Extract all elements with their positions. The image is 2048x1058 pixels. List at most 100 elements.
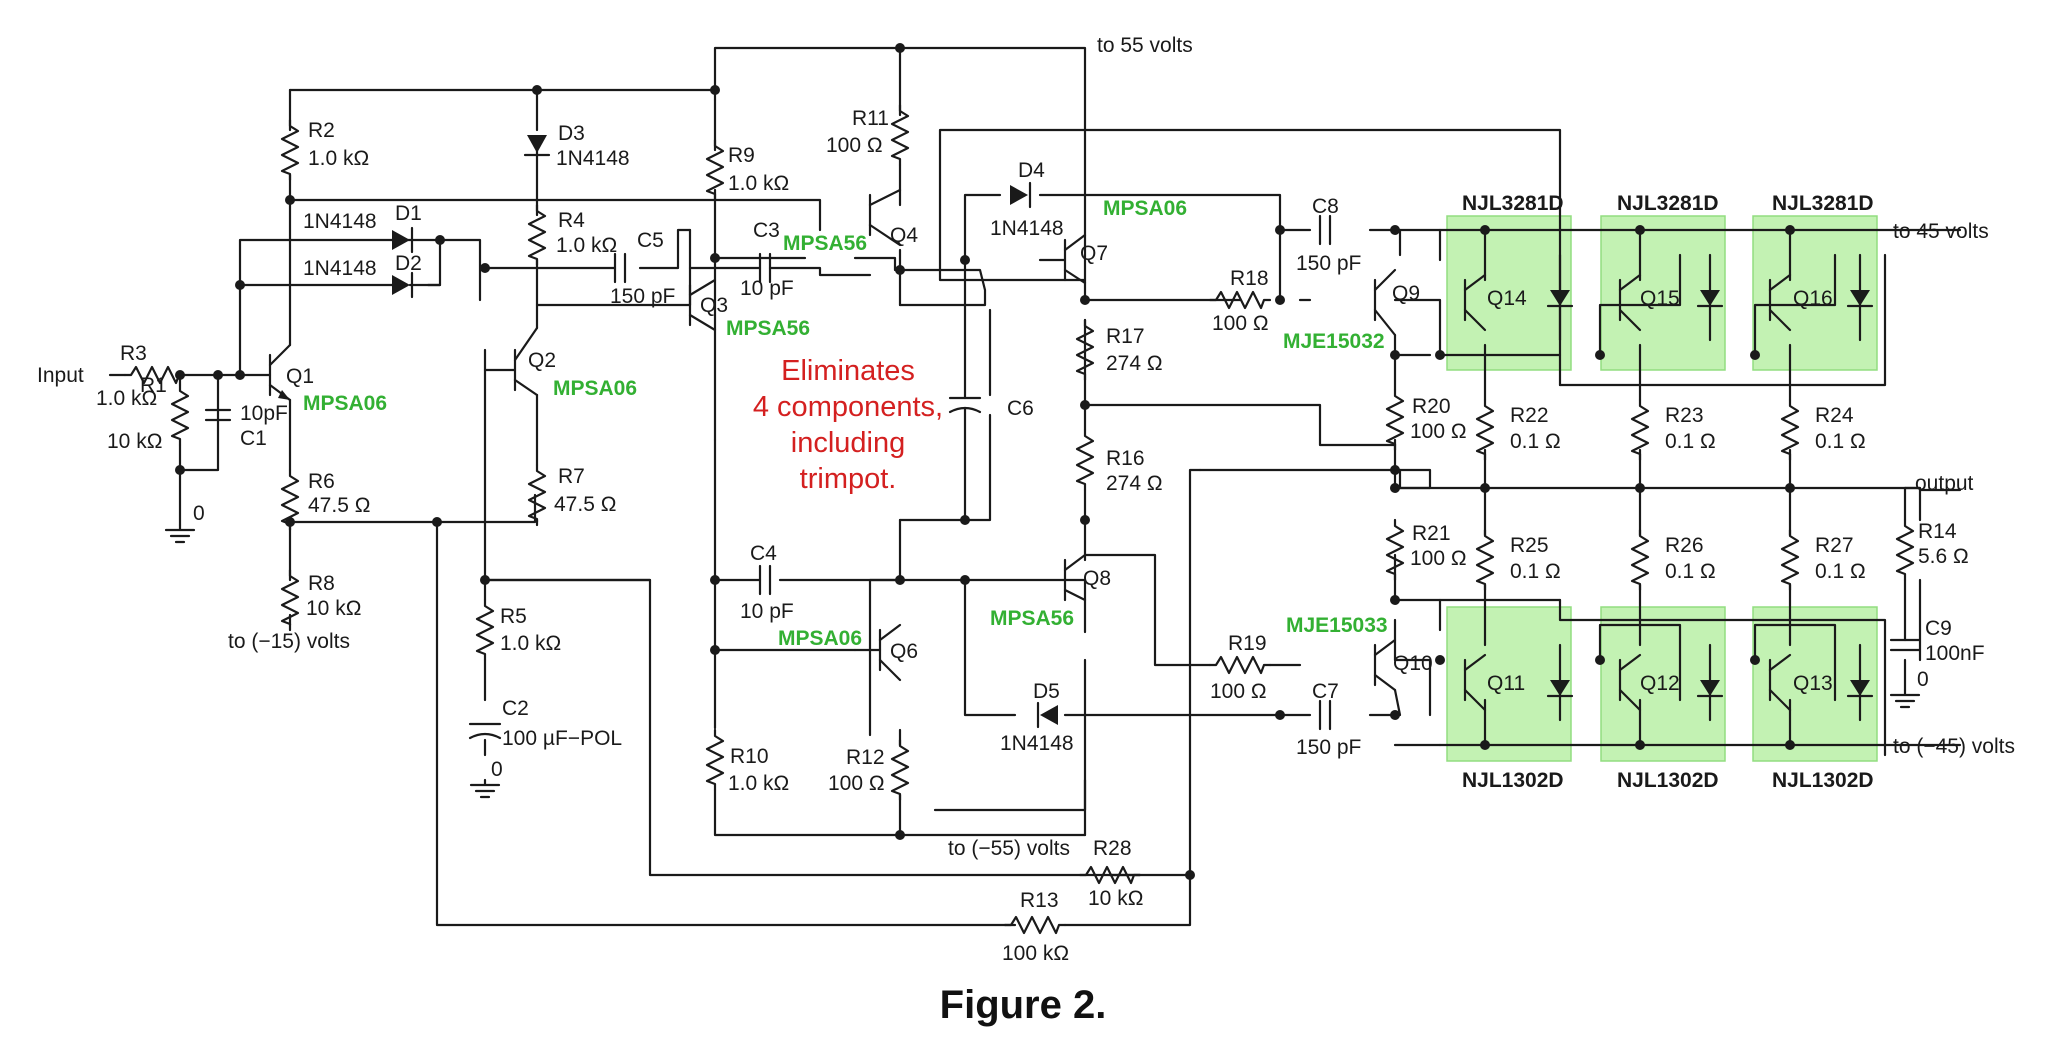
transistor-q10 [1373,638,1397,692]
q11-ref: Q11 [1487,672,1525,695]
capacitor-c5 [613,252,627,284]
r23-ref: R23 [1665,404,1704,427]
r17-ref: R17 [1106,325,1145,348]
r23-value: 0.1 Ω [1665,430,1716,453]
q7-ref: Q7 [1080,242,1108,265]
capacitor-c6 [948,258,982,522]
c7-ref: C7 [1312,680,1339,703]
q13-part: NJL1302D [1772,769,1874,792]
c5-value: 150 pF [610,285,675,308]
r7-ref: R7 [558,465,585,488]
r9-ref: R9 [728,144,755,167]
r3-value: 1.0 kΩ [96,387,157,410]
diode-d5 [1036,701,1058,729]
q7-part: MPSA06 [1103,197,1187,220]
diodes [392,135,1058,729]
capacitor-c2 [468,722,502,740]
q6-part: MPSA06 [778,627,862,650]
d1-ref: D1 [395,202,422,225]
resistor-r12 [890,738,910,802]
q15-part: NJL3281D [1617,192,1719,215]
q13-ref: Q13 [1793,672,1833,695]
resistor-r27 [1780,528,1800,592]
r21-value: 100 Ω [1410,547,1467,570]
ground-symbol-2 [469,778,501,799]
highlight-q14 [1446,215,1572,371]
r22-ref: R22 [1510,404,1549,427]
output-diode-q13 [1846,643,1874,722]
r10-value: 1.0 kΩ [728,772,789,795]
rail-labels: to 55 volts to (−55) volts to 45 volts t… [37,34,2015,860]
r5-ref: R5 [500,605,527,628]
r16-ref: R16 [1106,447,1145,470]
c1-ref: C1 [240,427,267,450]
r20-value: 100 Ω [1410,420,1467,443]
r19-ref: R19 [1228,632,1267,655]
r13-ref: R13 [1020,889,1059,912]
transistors [268,188,1792,712]
r5-value: 1.0 kΩ [500,632,561,655]
resistor-r10 [705,728,725,792]
highlight-q11 [1446,606,1572,762]
ground-label-1: 0 [193,502,205,525]
q11-part: NJL1302D [1462,769,1564,792]
resistor-r26 [1630,528,1650,592]
capacitor-c9 [1889,638,1921,652]
r3-ref: R3 [120,342,147,365]
r21-ref: R21 [1412,522,1451,545]
r27-ref: R27 [1815,534,1854,557]
r12-ref: R12 [846,746,885,769]
transistor-q8 [1063,553,1087,602]
r11-value: 100 Ω [826,134,883,157]
note-line-4: trimpot. [800,463,897,495]
r6-value: 47.5 Ω [308,494,370,517]
output-diode-q12 [1696,643,1724,722]
r19-value: 100 Ω [1210,680,1267,703]
r28-value: 10 kΩ [1088,887,1143,910]
transistor-q6 [853,623,902,682]
resistor-r7 [527,463,547,527]
input-label: Input [37,364,84,387]
ground-symbols [164,523,1921,799]
r13-value: 100 kΩ [1002,942,1069,965]
q4-part: MPSA56 [783,232,867,255]
d5-value: 1N4148 [1000,732,1074,755]
d3-value: 1N4148 [556,147,630,170]
r2-value: 1.0 kΩ [308,147,369,170]
figure-caption: Figure 2. [940,983,1107,1027]
r27-value: 0.1 Ω [1815,560,1866,583]
capacitor-c7 [1318,699,1332,731]
r12-value: 100 Ω [828,772,885,795]
d4-value: 1N4148 [990,217,1064,240]
ground-label-3: 0 [1917,668,1929,691]
c1-value: 10pF [240,402,288,425]
note-line-1: Eliminates [781,355,915,387]
diode-d1 [392,226,414,254]
c6-ref: C6 [1007,397,1034,420]
capacitor-labels: C1 10pF C2 100 µF−POL C3 10 pF C4 10 pF … [240,195,1985,759]
c4-ref: C4 [750,542,777,565]
q9-part: MJE15032 [1283,330,1385,353]
rail-label-neg45: to (−45) volts [1893,735,2015,758]
r26-ref: R26 [1665,534,1704,557]
resistor-r5 [475,598,495,662]
note-line-3: including [791,427,905,459]
q8-part: MPSA56 [990,607,1074,630]
diode-d4 [1010,181,1032,209]
transistor-q7 [1038,233,1087,285]
r9-value: 1.0 kΩ [728,172,789,195]
c5-ref: C5 [637,229,664,252]
c7-value: 150 pF [1296,736,1361,759]
transistor-q4 [868,188,902,247]
resistor-labels: R1 10 kΩ R2 1.0 kΩ R3 1.0 kΩ R4 1.0 kΩ R… [96,107,1969,965]
capacitor-c4 [758,564,772,596]
transistor-q12 [1618,653,1642,712]
q9-ref: Q9 [1392,282,1420,305]
output-diode-q14 [1546,253,1574,342]
r6-ref: R6 [308,470,335,493]
r14-value: 5.6 Ω [1918,545,1969,568]
q14-part: NJL3281D [1462,192,1564,215]
q8-ref: Q8 [1083,567,1111,590]
output-label: output [1915,472,1974,495]
transistor-q9 [1373,268,1397,337]
